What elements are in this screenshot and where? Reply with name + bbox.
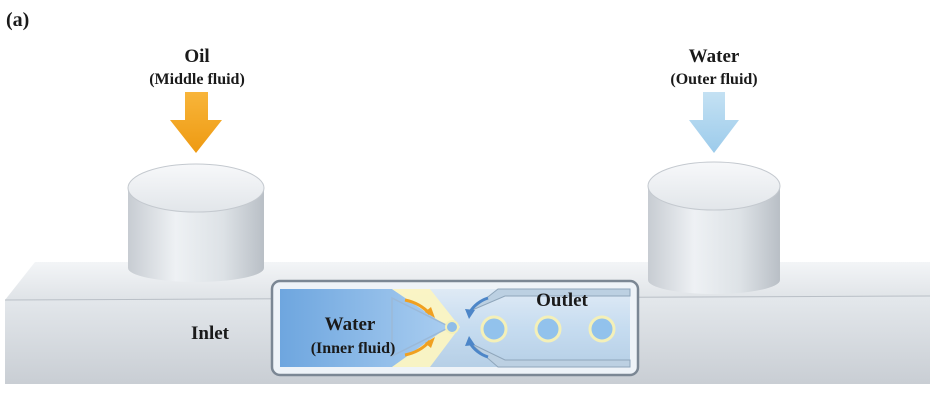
inner-water-label: Water bbox=[325, 314, 376, 335]
oil-label: Oil bbox=[184, 46, 209, 67]
water-flow-arrow-top bbox=[465, 296, 489, 319]
inlet-label: Inlet bbox=[191, 323, 230, 344]
oil-role-label: (Middle fluid) bbox=[149, 71, 245, 88]
inner-fluid-region bbox=[280, 289, 448, 367]
water-inlet-cylinder bbox=[647, 161, 781, 294]
outlet-label: Outlet bbox=[536, 290, 588, 311]
outlet-droplets bbox=[480, 315, 616, 343]
outlet-droplet bbox=[534, 315, 562, 343]
outer-water-role-label: (Outer fluid) bbox=[670, 71, 757, 88]
oil-flow-arrow-top bbox=[404, 298, 435, 318]
water-flow-arrow bbox=[689, 92, 739, 153]
oil-sheath bbox=[392, 289, 460, 367]
outlet-droplet bbox=[588, 315, 616, 343]
oil-flow-arrow bbox=[170, 92, 222, 153]
outlet-droplet bbox=[480, 315, 508, 343]
outer-water-label: Water bbox=[689, 46, 740, 67]
oil-flow-arrow-bottom bbox=[404, 337, 435, 357]
panel-label: (a) bbox=[6, 9, 29, 31]
oil-inlet-cylinder bbox=[127, 163, 265, 282]
forming-droplet bbox=[445, 320, 459, 334]
outlet-funnel bbox=[469, 288, 631, 312]
glass-channel bbox=[270, 279, 640, 377]
inner-water-role-label: (Inner fluid) bbox=[311, 340, 396, 357]
water-flow-arrow-bottom bbox=[465, 336, 489, 359]
